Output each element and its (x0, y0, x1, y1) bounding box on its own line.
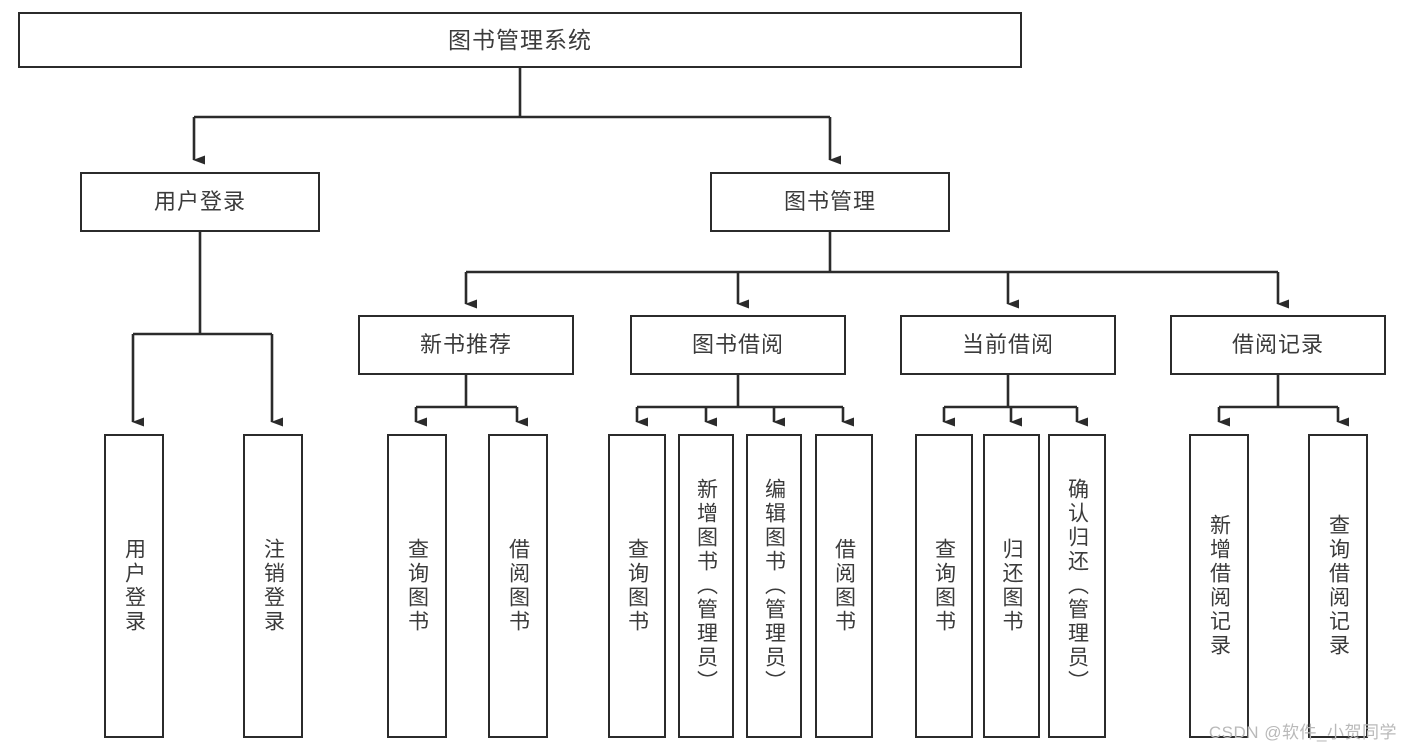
leaf-query-borrow-record-label: 查询借阅记录 (1326, 514, 1350, 658)
leaf-borrow-book-label: 借阅图书 (832, 538, 856, 634)
leaf-add-book-admin-label: 新增图书（管理员） (694, 478, 718, 694)
leaf-confirm-return-admin[interactable]: 确认归还（管理员） (1048, 434, 1106, 738)
node-user-login[interactable]: 用户登录 (80, 172, 320, 232)
leaf-query-book-current[interactable]: 查询图书 (915, 434, 973, 738)
node-book-borrow[interactable]: 图书借阅 (630, 315, 846, 375)
csdn-watermark: CSDN @软件_小贺同学 (1208, 723, 1397, 742)
leaf-edit-book-admin-label: 编辑图书（管理员） (762, 478, 786, 694)
node-borrow-record-label: 借阅记录 (1231, 332, 1324, 358)
leaf-logout[interactable]: 注销登录 (243, 434, 303, 738)
node-book-management[interactable]: 图书管理 (710, 172, 950, 232)
leaf-query-book-new-label: 查询图书 (405, 538, 429, 634)
leaf-add-book-admin[interactable]: 新增图书（管理员） (678, 434, 734, 738)
leaf-query-borrow-record[interactable]: 查询借阅记录 (1308, 434, 1368, 738)
leaf-return-book-label: 归还图书 (1000, 538, 1024, 634)
leaf-edit-book-admin[interactable]: 编辑图书（管理员） (746, 434, 802, 738)
leaf-logout-label: 注销登录 (261, 538, 285, 634)
leaf-query-book-current-label: 查询图书 (932, 538, 956, 634)
node-new-book-recommend[interactable]: 新书推荐 (358, 315, 574, 375)
leaf-borrow-book-new-label: 借阅图书 (506, 538, 530, 634)
leaf-borrow-book-new[interactable]: 借阅图书 (488, 434, 548, 738)
node-new-book-recommend-label: 新书推荐 (419, 332, 512, 358)
leaf-borrow-book[interactable]: 借阅图书 (815, 434, 873, 738)
leaf-query-book-borrow-label: 查询图书 (625, 538, 649, 634)
leaf-confirm-return-admin-label: 确认归还（管理员） (1065, 478, 1089, 694)
leaf-user-login[interactable]: 用户登录 (104, 434, 164, 738)
node-book-borrow-label: 图书借阅 (691, 332, 784, 358)
node-current-borrow[interactable]: 当前借阅 (900, 315, 1116, 375)
leaf-user-login-label: 用户登录 (122, 538, 146, 634)
node-borrow-record[interactable]: 借阅记录 (1170, 315, 1386, 375)
leaf-return-book[interactable]: 归还图书 (983, 434, 1040, 738)
leaf-add-borrow-record[interactable]: 新增借阅记录 (1189, 434, 1249, 738)
node-root-label: 图书管理系统 (448, 26, 592, 53)
node-root[interactable]: 图书管理系统 (18, 12, 1022, 68)
leaf-query-book-new[interactable]: 查询图书 (387, 434, 447, 738)
node-user-login-label: 用户登录 (153, 189, 246, 215)
leaf-add-borrow-record-label: 新增借阅记录 (1207, 514, 1231, 658)
node-book-management-label: 图书管理 (783, 189, 876, 215)
leaf-query-book-borrow[interactable]: 查询图书 (608, 434, 666, 738)
node-current-borrow-label: 当前借阅 (961, 332, 1054, 358)
